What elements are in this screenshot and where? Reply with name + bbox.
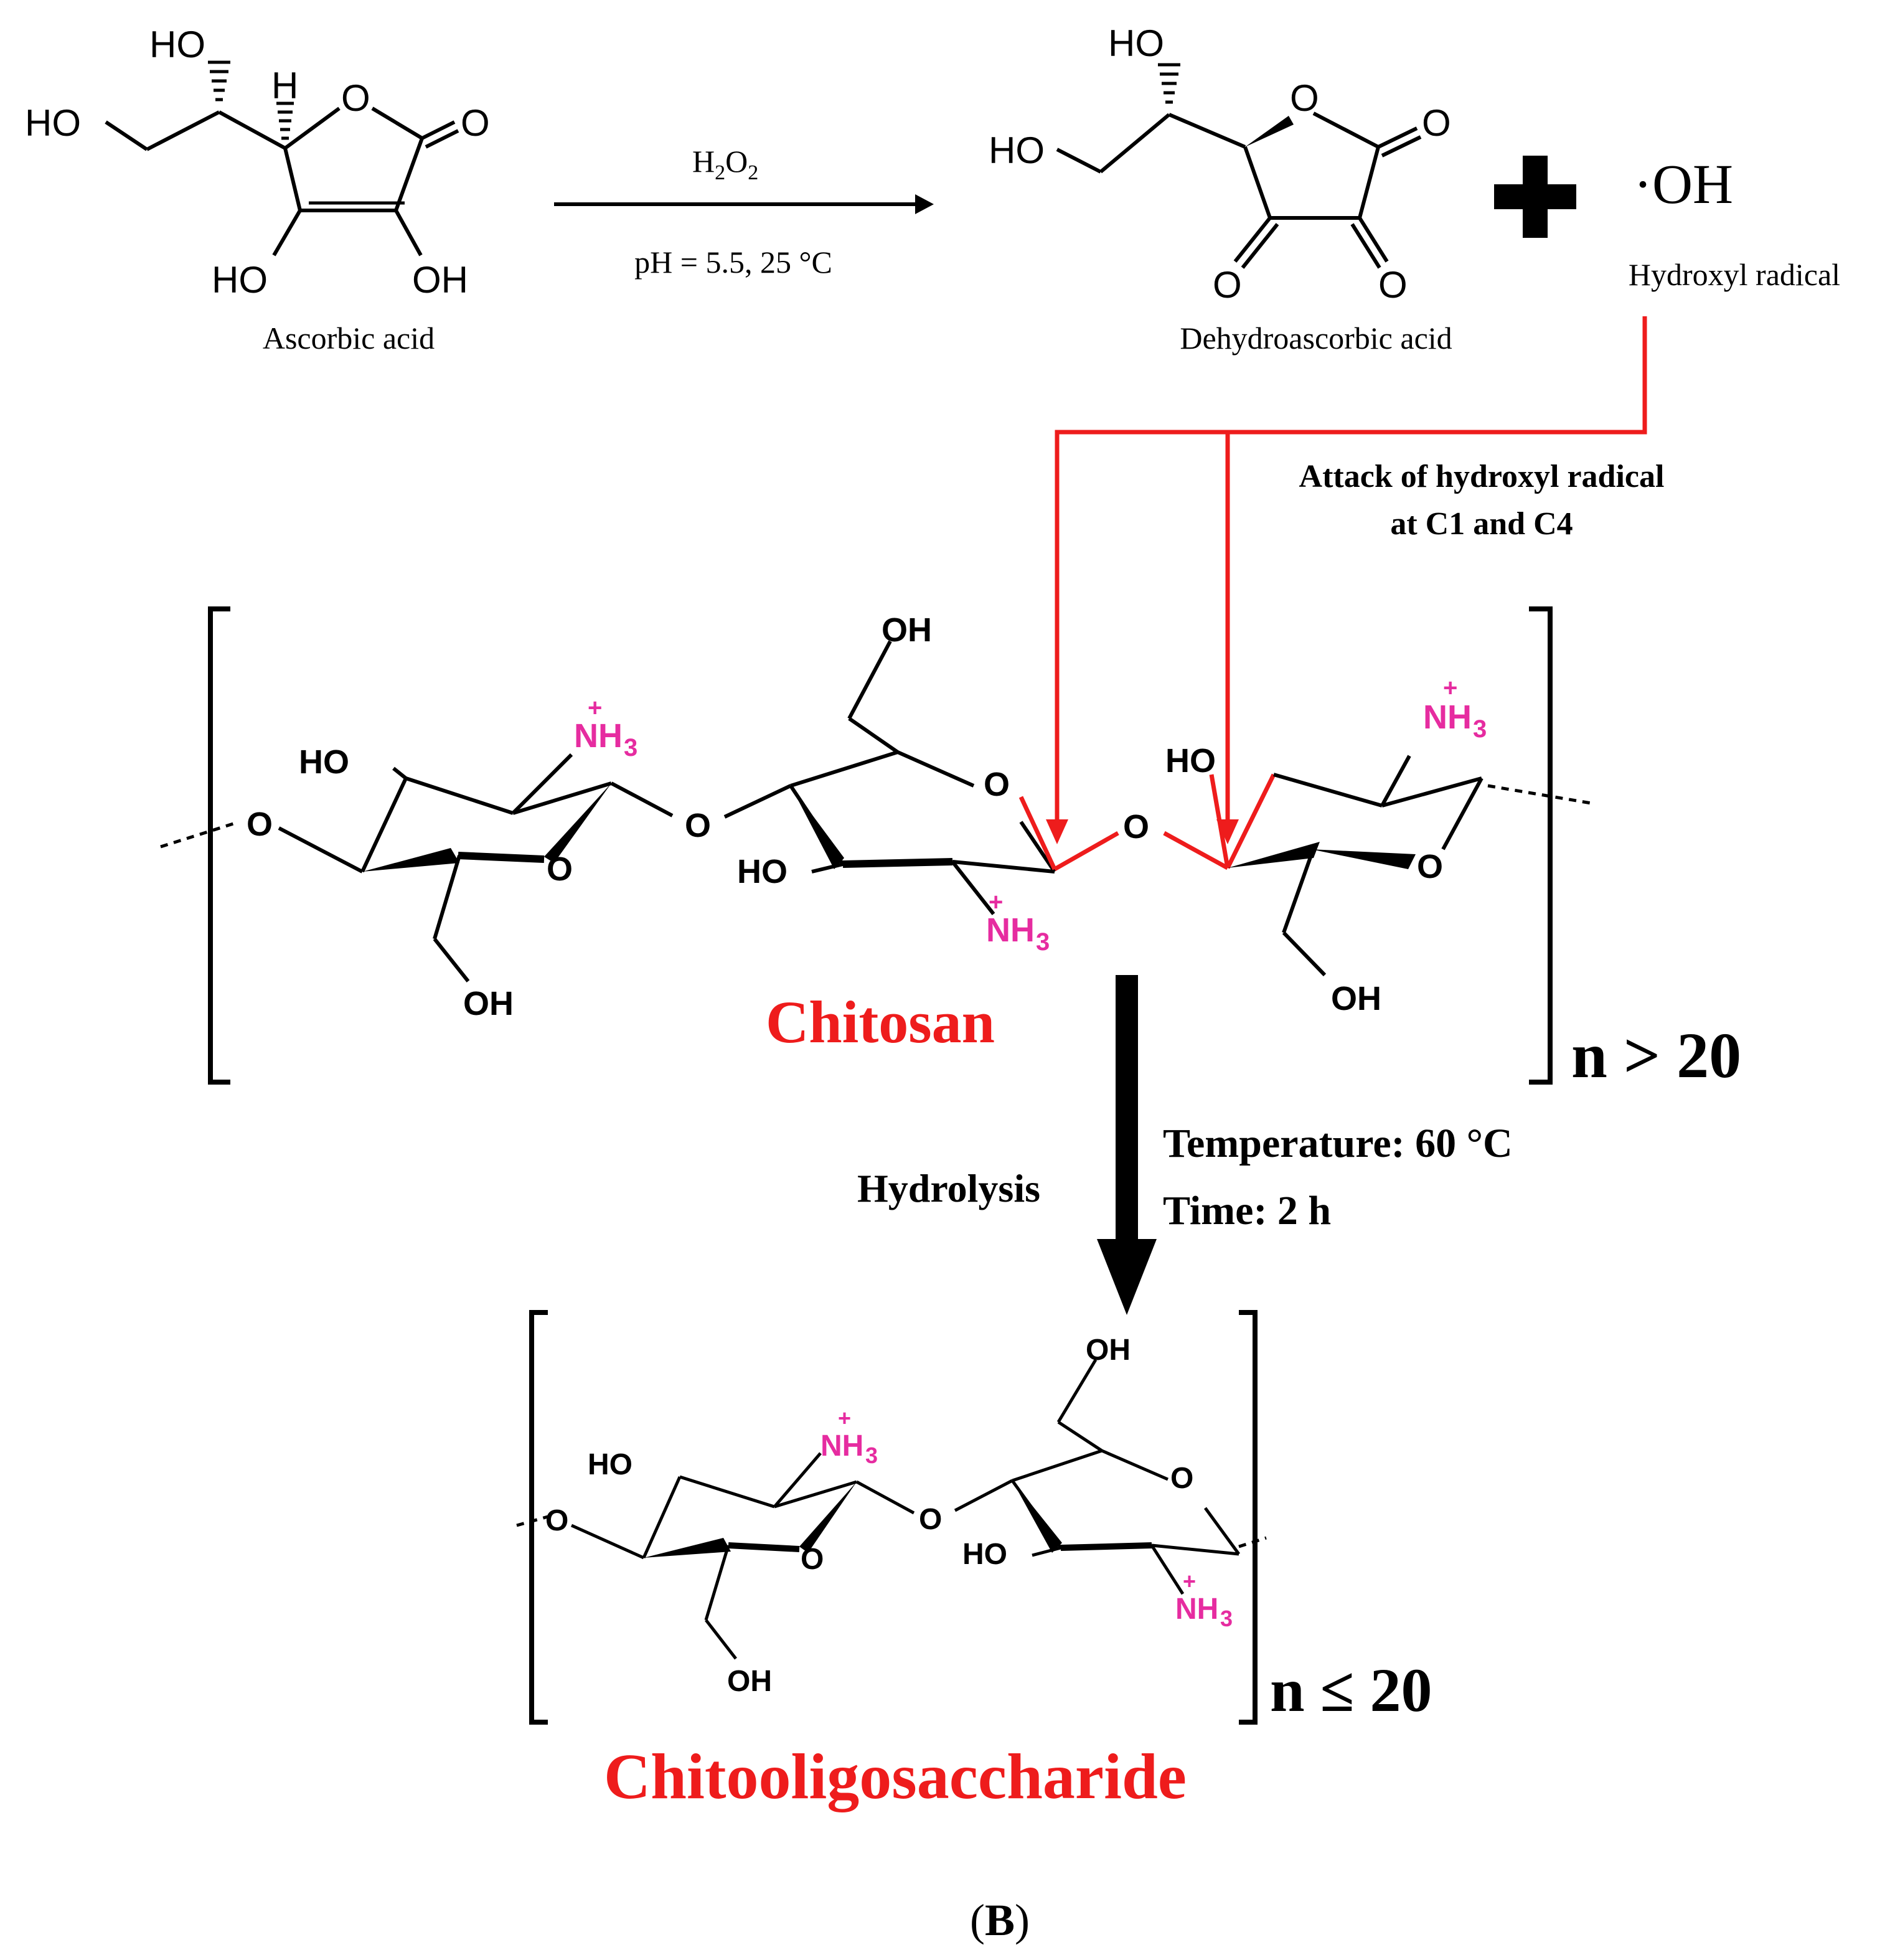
hydrolysis-label: Hydrolysis <box>857 1166 1040 1210</box>
atom-label: HO <box>588 1448 632 1481</box>
atom-label: O <box>1417 848 1443 885</box>
attack-label-line1: Attack of hydroxyl radical <box>1299 459 1665 494</box>
reaction-arrowhead <box>915 194 934 214</box>
ascorbic-acid-structure <box>105 60 459 257</box>
ascorbic-acid-label: Ascorbic acid <box>263 321 435 356</box>
dehydroascorbic-acid-structure <box>1056 63 1422 269</box>
atom-label: O <box>1123 808 1149 846</box>
svg-text:+: + <box>838 1405 851 1431</box>
conditions-label: pH = 5.5, 25 °C <box>634 245 832 280</box>
ammonium-group: + NH 3 <box>574 694 637 761</box>
svg-text:3: 3 <box>1036 928 1050 956</box>
svg-text:+: + <box>1183 1568 1196 1594</box>
svg-text:+: + <box>989 888 1003 916</box>
temperature-label: Temperature: 60 °C <box>1163 1121 1513 1166</box>
attack-label-line2: at C1 and C4 <box>1390 506 1573 542</box>
atom-label: O <box>1170 1462 1193 1495</box>
svg-text:NH: NH <box>1423 699 1472 736</box>
time-label: Time: 2 h <box>1163 1188 1331 1233</box>
atom-label: OH <box>1086 1334 1131 1367</box>
atom-label: OH <box>1331 980 1381 1017</box>
ammonium-group: + NH 3 <box>821 1405 878 1468</box>
plus-icon <box>1494 156 1576 238</box>
svg-text:NH: NH <box>821 1430 863 1463</box>
cos-ring-2 <box>954 1359 1241 1595</box>
cleaved-glycosidic-bonds <box>1018 773 1276 872</box>
attack-arrowhead-c1 <box>1046 819 1068 844</box>
atom-label: O <box>1290 77 1319 119</box>
panel-label: (B) <box>970 1895 1030 1945</box>
cos-brackets <box>529 1310 1258 1725</box>
ammonium-group: + NH 3 <box>1175 1568 1233 1631</box>
cos-label: Chitooligosaccharide <box>604 1741 1187 1812</box>
atom-label: OH <box>882 611 932 649</box>
svg-text:3: 3 <box>1473 715 1487 743</box>
chitosan-ring-3 <box>1228 755 1484 977</box>
svg-text:NH: NH <box>574 717 623 755</box>
atom-label: O <box>1378 264 1408 306</box>
atom-label: HO <box>299 743 349 781</box>
svg-text:3: 3 <box>624 734 637 761</box>
hydrolysis-arrow <box>1116 975 1138 1240</box>
atom-label: O <box>547 850 573 888</box>
atom-label: O <box>545 1504 568 1537</box>
atom-label: O <box>685 807 711 844</box>
chitosan-ring-2 <box>723 640 1056 915</box>
atom-label: O <box>247 806 273 843</box>
hydroxyl-radical-symbol: ·OH <box>1634 154 1733 215</box>
atom-label: OH <box>463 985 514 1022</box>
chain-ends <box>160 784 1592 849</box>
svg-text:+: + <box>1443 674 1457 702</box>
atom-label: O <box>1213 264 1242 306</box>
atom-label: HO <box>149 24 205 65</box>
attack-arrows <box>1055 316 1647 832</box>
cos-repeat-label: n ≤ 20 <box>1270 1656 1432 1725</box>
atom-label: OH <box>412 259 468 301</box>
atom-label: HO <box>25 102 81 144</box>
atom-label: O <box>341 77 370 119</box>
atom-label: HO <box>989 130 1045 171</box>
atom-label: O <box>801 1543 824 1576</box>
atom-label: HO <box>1165 742 1216 780</box>
dehydroascorbic-acid-label: Dehydroascorbic acid <box>1180 321 1452 356</box>
svg-text:NH: NH <box>986 912 1035 949</box>
atom-label: O <box>461 102 490 144</box>
svg-text:3: 3 <box>865 1443 878 1468</box>
atom-label: O <box>1422 102 1451 144</box>
atom-label: HO <box>962 1538 1007 1571</box>
chitosan-ring-1 <box>278 753 674 982</box>
ammonium-group: + NH 3 <box>1423 674 1487 743</box>
chitosan-label: Chitosan <box>766 989 995 1055</box>
ammonium-group: + NH 3 <box>986 888 1050 956</box>
hydrolysis-arrowhead <box>1097 1239 1157 1315</box>
reagent-label: H2O2 <box>692 144 758 184</box>
atom-label: H <box>271 65 298 106</box>
atom-label: HO <box>737 853 788 890</box>
chitosan-brackets <box>208 606 1553 1085</box>
atom-label: OH <box>727 1665 772 1698</box>
cos-ring-1 <box>570 1452 915 1660</box>
svg-text:+: + <box>588 694 602 722</box>
svg-text:3: 3 <box>1220 1606 1233 1631</box>
atom-label: HO <box>1108 22 1164 64</box>
atom-label: O <box>919 1503 942 1536</box>
chain-ends <box>516 1515 1267 1548</box>
svg-text:NH: NH <box>1175 1593 1218 1626</box>
atom-label: O <box>984 766 1010 803</box>
hydroxyl-radical-label: Hydroxyl radical <box>1629 257 1840 292</box>
atom-label: HO <box>212 259 268 301</box>
chitosan-repeat-label: n > 20 <box>1571 1020 1741 1091</box>
